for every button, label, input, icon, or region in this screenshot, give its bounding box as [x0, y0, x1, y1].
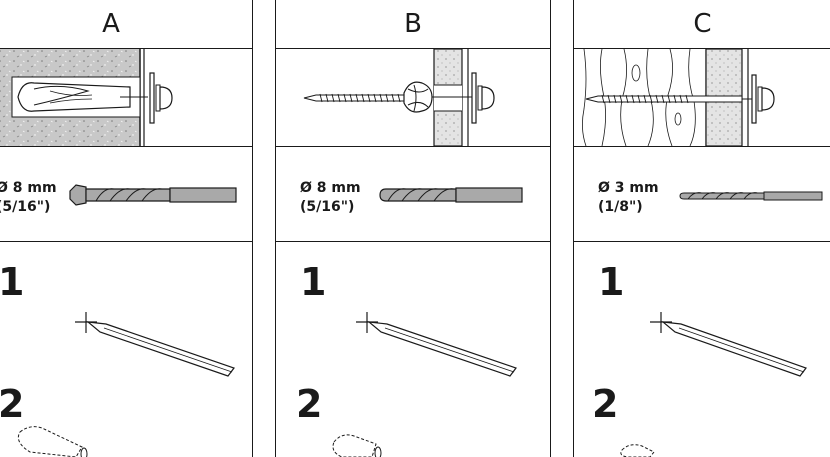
column-c-title: C [574, 0, 830, 49]
column-c-drill-size: Ø 3 mm (1/8") [598, 179, 659, 217]
pencil-mark-icon [356, 312, 517, 377]
column-a-title: A [0, 0, 252, 49]
step-2-number: 2 [592, 382, 619, 426]
column-c-drill-row: Ø 3 mm (1/8") [574, 147, 830, 242]
drill-diameter: Ø 8 mm [0, 180, 57, 196]
drill-diameter-inch: (5/16") [0, 199, 51, 215]
masonry-drill-bit-icon [379, 187, 523, 203]
drill-bit-icon [679, 191, 823, 201]
step-1-number: 1 [0, 260, 25, 304]
wood-screw-icon [576, 49, 775, 147]
column-b: B [275, 0, 551, 457]
column-a: A [0, 0, 253, 457]
drill-diameter: Ø 3 mm [598, 180, 659, 196]
drill-diameter-inch: (1/8") [598, 199, 643, 215]
masonry-drill-bit-icon [69, 184, 237, 206]
column-a-drill-size: Ø 8 mm (5/16") [0, 179, 57, 217]
column-a-drill-row: Ø 8 mm (5/16") [0, 147, 252, 242]
wall-plug-plasterboard-icon [303, 49, 495, 147]
column-c-illustration [574, 49, 830, 147]
column-a-steps: 1 2 [0, 242, 252, 457]
column-b-drill-size: Ø 8 mm (5/16") [300, 179, 361, 217]
step-1-number: 1 [598, 260, 625, 304]
pencil-mark-icon [75, 312, 235, 377]
column-b-steps: 1 2 [276, 242, 550, 457]
wall-plug-outline-icon [17, 426, 88, 457]
column-b-illustration [276, 49, 550, 147]
column-a-illustration [0, 49, 252, 147]
step-2-number: 2 [0, 382, 25, 426]
wall-plug-concrete-icon [0, 49, 173, 146]
pencil-mark-icon [650, 312, 807, 377]
wall-plug-outline-icon [620, 444, 655, 457]
column-c-steps: 1 2 [574, 242, 830, 457]
drill-diameter: Ø 8 mm [300, 180, 361, 196]
column-b-drill-row: Ø 8 mm (5/16") [276, 147, 550, 242]
wall-plug-outline-icon [332, 434, 382, 457]
step-1-number: 1 [300, 260, 327, 304]
step-2-number: 2 [296, 382, 323, 426]
column-b-title: B [276, 0, 550, 49]
drill-diameter-inch: (5/16") [300, 199, 355, 215]
column-c: C Ø 3 mm (1/8") [573, 0, 830, 457]
